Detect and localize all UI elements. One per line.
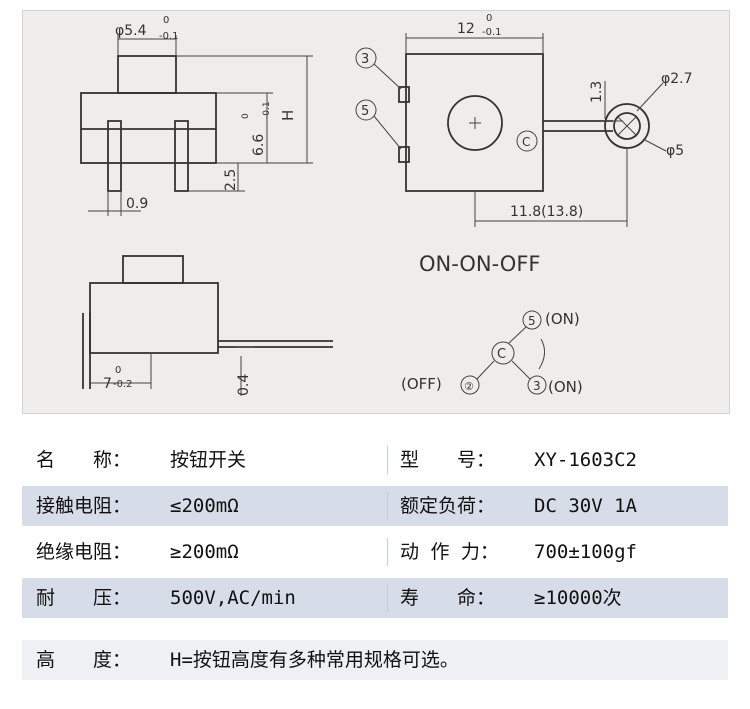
pin-label-3: 3 xyxy=(361,52,369,67)
circuit-switch-arc xyxy=(538,338,545,370)
height-note-label: 高 度： xyxy=(36,649,132,671)
dim-side-width: 7 xyxy=(103,376,112,392)
front-cap xyxy=(117,55,177,94)
dim-width-tol-upper: 0 xyxy=(486,13,492,24)
dim-width: 12 xyxy=(457,21,475,37)
spec-left-label: 绝缘电阻： xyxy=(36,541,132,563)
dim-pin-width: 0.9 xyxy=(126,196,148,212)
top-view: 3 5 C 12 0 -0.1 1.3 φ2.7 φ5 11.8(13.8) xyxy=(355,13,693,227)
state-on-bottom: (ON) xyxy=(548,378,583,396)
dim-hole: φ2.7 xyxy=(661,71,693,87)
spec-divider xyxy=(387,584,388,612)
dim-cap-tol-lower: -0.1 xyxy=(159,31,179,42)
spec-right-label: 型 号： xyxy=(400,449,496,471)
top-terminal-3 xyxy=(398,86,410,103)
state-on-top: (ON) xyxy=(545,310,580,328)
spec-right-label: 动 作 力： xyxy=(400,541,499,563)
spec-right-value: DC 30V 1A xyxy=(534,495,637,517)
dim-h: H xyxy=(279,110,297,121)
dim-side-tol-lower: -0.2 xyxy=(113,379,133,390)
circuit-pin-3: 3 xyxy=(533,379,541,393)
front-body xyxy=(80,92,217,164)
spec-left-value: ≥200mΩ xyxy=(170,541,239,563)
side-cap xyxy=(122,255,184,284)
spec-right-value: ≥10000次 xyxy=(534,587,622,609)
top-button xyxy=(447,95,503,151)
spec-divider xyxy=(387,492,388,520)
spec-row: 名 称： 按钮开关 型 号： XY-1603C2 xyxy=(22,440,728,480)
height-note-value: H=按钮高度有多种常用规格可选。 xyxy=(170,649,459,671)
spec-divider xyxy=(387,538,388,566)
spec-left-label: 耐 压： xyxy=(36,587,132,609)
circuit-node-off xyxy=(460,375,480,395)
pin-circle-5 xyxy=(355,99,377,121)
front-pin-right xyxy=(174,120,189,192)
height-note-row: 高 度： H=按钮高度有多种常用规格可选。 xyxy=(22,640,728,680)
dim-body-height: 6.6 xyxy=(251,134,267,156)
circuit-common xyxy=(491,341,515,365)
state-off: (OFF) xyxy=(401,375,442,393)
circuit-pin-5: 5 xyxy=(528,314,536,328)
dim-pin-length: 2.5 xyxy=(223,169,239,191)
dim-ring: φ5 xyxy=(666,143,684,159)
circuit-pin-c: C xyxy=(497,347,506,362)
spec-left-label: 接触电阻： xyxy=(36,495,132,517)
pin-label-5: 5 xyxy=(361,104,369,119)
dim-length: 11.8(13.8) xyxy=(510,204,583,220)
lever-hole xyxy=(613,112,641,140)
front-pin-left xyxy=(107,120,122,192)
side-view: 7 0 -0.2 0.4 xyxy=(82,255,333,396)
spec-right-label: 额定负荷： xyxy=(400,495,496,517)
pin-circle-3 xyxy=(355,47,377,69)
dim-side-tol-upper: 0 xyxy=(115,365,121,376)
circuit-node-5 xyxy=(522,310,542,330)
spec-right-value: 700±100gf xyxy=(534,541,637,563)
dim-cap-tol-upper: 0 xyxy=(163,15,169,26)
spec-row: 绝缘电阻： ≥200mΩ 动 作 力： 700±100gf xyxy=(22,532,728,572)
spec-row: 接触电阻： ≤200mΩ 额定负荷： DC 30V 1A xyxy=(22,486,728,526)
spec-left-value: 按钮开关 xyxy=(170,449,247,471)
dim-offset: 1.3 xyxy=(589,81,605,103)
pin-circle-c xyxy=(516,130,538,152)
circuit-diagram: C 5 3 ② (ON) (ON) (OFF) xyxy=(401,310,583,396)
front-view: φ5.4 0 -0.1 H 6.6 0 -0.1 2.5 0.9 xyxy=(80,15,313,216)
pin-label-c: C xyxy=(522,135,530,149)
dim-width-tol-lower: -0.1 xyxy=(482,27,502,38)
drawing-svg: φ5.4 0 -0.1 H 6.6 0 -0.1 2.5 0.9 3 xyxy=(80,13,693,396)
circuit-node-3 xyxy=(527,375,547,395)
spec-left-value: 500V,AC/min xyxy=(170,587,296,609)
spec-right-label: 寿 命： xyxy=(400,587,496,609)
dimension-drawing: φ5.4 0 -0.1 H 6.6 0 -0.1 2.5 0.9 3 xyxy=(22,10,730,414)
dim-thickness: 0.4 xyxy=(236,374,252,396)
top-terminal-5 xyxy=(398,146,410,163)
spec-right-value: XY-1603C2 xyxy=(534,449,637,471)
side-body xyxy=(89,282,219,354)
dim-cap-diameter: φ5.4 xyxy=(115,23,147,39)
spec-divider xyxy=(387,446,388,474)
dim-body-tol-upper: 0 xyxy=(241,113,251,119)
mode-title: ON-ON-OFF xyxy=(419,252,541,276)
spec-left-label: 名 称： xyxy=(36,449,132,471)
spec-row: 耐 压： 500V,AC/min 寿 命： ≥10000次 xyxy=(22,578,728,618)
dim-body-tol-lower: -0.1 xyxy=(262,101,272,119)
circuit-pin-off: ② xyxy=(464,380,474,393)
spec-left-value: ≤200mΩ xyxy=(170,495,239,517)
